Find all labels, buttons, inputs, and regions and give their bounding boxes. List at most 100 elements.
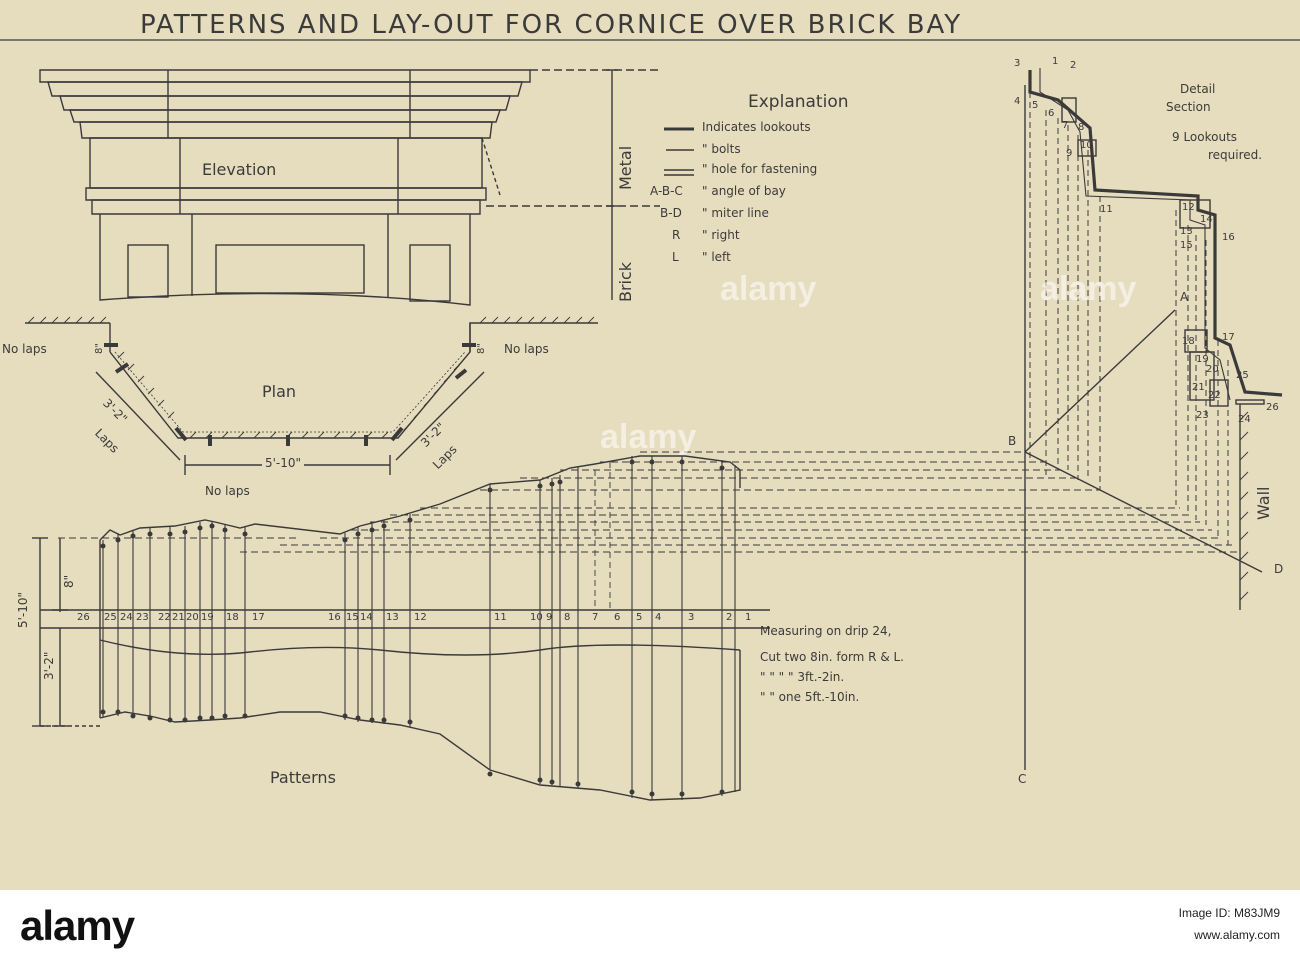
dim-510-patterns: 5'-10" bbox=[16, 591, 30, 628]
no-laps-right: No laps bbox=[504, 342, 549, 356]
strip-number: 11 bbox=[494, 612, 507, 623]
strip-number: 9 bbox=[546, 612, 553, 623]
section-number: 4 bbox=[1014, 96, 1021, 107]
strip-number: 15 bbox=[346, 612, 359, 623]
dim-8-patterns: 8" bbox=[62, 574, 76, 588]
section-number: 18 bbox=[1182, 336, 1195, 347]
explanation-row: " angle of bay bbox=[702, 184, 786, 198]
explanation-row: " bolts bbox=[702, 142, 741, 156]
explanation-key: B-D bbox=[660, 206, 682, 220]
section-number: 24 bbox=[1238, 414, 1251, 425]
watermark: alamy bbox=[1040, 270, 1137, 308]
image-id: Image ID: M83JM9 bbox=[1178, 906, 1280, 920]
drawing-sheet: PATTERNS AND LAY-OUT FOR CORNICE OVER BR… bbox=[0, 10, 1300, 801]
section-number: 3 bbox=[1014, 58, 1021, 69]
explanation-row: " miter line bbox=[702, 206, 769, 220]
metal-label: Metal bbox=[616, 145, 635, 190]
section-number: 10 bbox=[1080, 140, 1093, 151]
explanation-key-marks bbox=[664, 127, 694, 176]
section-number: 8 bbox=[1078, 122, 1085, 133]
watermark: alamy bbox=[720, 270, 817, 308]
strip-number: 1 bbox=[745, 612, 752, 623]
point-d: D bbox=[1274, 562, 1284, 576]
explanation-key: L bbox=[672, 250, 679, 264]
wall-label: Wall bbox=[1254, 486, 1273, 521]
plan-drawing bbox=[25, 316, 598, 475]
elevation-label: Elevation bbox=[202, 160, 277, 179]
note-line: " " " " 3ft.-2in. bbox=[760, 670, 845, 684]
point-a: A bbox=[1180, 290, 1189, 304]
required-label: required. bbox=[1208, 148, 1263, 162]
section-number: 7 bbox=[1062, 120, 1069, 131]
strip-number: 24 bbox=[120, 612, 133, 623]
strip-number: 21 bbox=[172, 612, 185, 623]
section-number: 21 bbox=[1192, 382, 1205, 393]
section-number: 19 bbox=[1196, 354, 1209, 365]
site-link[interactable]: www.alamy.com bbox=[1194, 928, 1280, 942]
point-c: C bbox=[1018, 772, 1027, 786]
note-line: " " one 5ft.-10in. bbox=[760, 690, 860, 704]
section-number: 25 bbox=[1236, 370, 1249, 381]
no-laps-left: No laps bbox=[2, 342, 47, 356]
section-number: 22 bbox=[1208, 390, 1221, 401]
technical-drawing bbox=[0, 39, 1300, 801]
explanation-row: " left bbox=[702, 250, 731, 264]
section-number: 1 bbox=[1052, 56, 1059, 67]
section-number: 11 bbox=[1100, 204, 1113, 215]
lookouts-label: 9 Lookouts bbox=[1172, 130, 1238, 144]
strip-number: 19 bbox=[201, 612, 214, 623]
strip-number: 7 bbox=[592, 612, 599, 623]
section-number: 17 bbox=[1222, 332, 1235, 343]
section-number: 12 bbox=[1182, 202, 1195, 213]
projection-lines bbox=[58, 451, 1240, 553]
drawing-title: PATTERNS AND LAY-OUT FOR CORNICE OVER BR… bbox=[140, 10, 963, 40]
section-number: 16 bbox=[1222, 232, 1235, 243]
explanation-row: " right bbox=[702, 228, 740, 242]
footer-logo[interactable]: alamy bbox=[20, 902, 135, 949]
strip-number: 6 bbox=[614, 612, 621, 623]
point-b: B bbox=[1008, 434, 1017, 448]
section-number: 14 bbox=[1200, 214, 1213, 225]
dim-32-patterns: 3'-2" bbox=[42, 651, 56, 680]
detail-label: Detail bbox=[1180, 82, 1216, 96]
strip-number: 2 bbox=[726, 612, 733, 623]
strip-number: 16 bbox=[328, 612, 341, 623]
strip-number: 3 bbox=[688, 612, 695, 623]
strip-number: 25 bbox=[104, 612, 117, 623]
brick-label: Brick bbox=[616, 261, 635, 302]
section-number: 26 bbox=[1266, 402, 1279, 413]
watermark: alamy bbox=[600, 418, 697, 456]
dim-8-right: 8" bbox=[476, 343, 487, 354]
note-line: Measuring on drip 24, bbox=[760, 624, 892, 638]
strip-number: 18 bbox=[226, 612, 239, 623]
explanation-heading: Explanation bbox=[748, 92, 849, 112]
dim-8-left: 8" bbox=[94, 343, 105, 354]
strip-number: 8 bbox=[564, 612, 571, 623]
section-number: 15 bbox=[1180, 240, 1193, 251]
strip-number: 20 bbox=[186, 612, 199, 623]
section-number: 6 bbox=[1048, 108, 1055, 119]
section-number: 23 bbox=[1196, 410, 1209, 421]
section-label: Section bbox=[1166, 100, 1211, 114]
section-number: 2 bbox=[1070, 60, 1077, 71]
explanation-row: " hole for fastening bbox=[702, 162, 818, 176]
strip-number: 12 bbox=[414, 612, 427, 623]
strip-number: 22 bbox=[158, 612, 171, 623]
explanation-key: R bbox=[672, 228, 681, 242]
section-number: 9 bbox=[1066, 148, 1073, 159]
elevation-drawing bbox=[39, 69, 660, 306]
strip-number: 4 bbox=[655, 612, 662, 623]
patterns-label: Patterns bbox=[270, 768, 336, 787]
section-number: 5 bbox=[1032, 100, 1039, 111]
strip-number: 17 bbox=[252, 612, 265, 623]
section-number: 13 bbox=[1180, 226, 1193, 237]
strip-number: 13 bbox=[386, 612, 399, 623]
explanation-row: Indicates lookouts bbox=[702, 120, 811, 134]
footer-meta: Image ID: M83JM9 www.alamy.com bbox=[1179, 902, 1280, 946]
strip-number: 10 bbox=[530, 612, 543, 623]
footer-bar: alamy Image ID: M83JM9 www.alamy.com bbox=[0, 890, 1300, 962]
strip-number: 26 bbox=[77, 612, 90, 623]
dim-510-plan: 5'-10" bbox=[262, 456, 305, 470]
no-laps-bottom: No laps bbox=[205, 484, 250, 498]
section-number: 20 bbox=[1206, 364, 1219, 375]
